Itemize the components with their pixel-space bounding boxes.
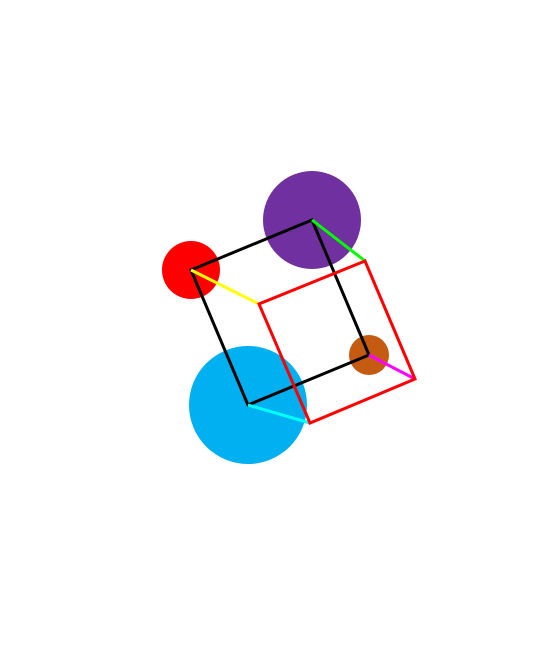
connector-yellow xyxy=(190,268,260,306)
connector-cyan xyxy=(247,403,311,425)
connector-green xyxy=(311,218,366,263)
square-front xyxy=(257,259,417,425)
connector-magenta xyxy=(368,353,416,381)
